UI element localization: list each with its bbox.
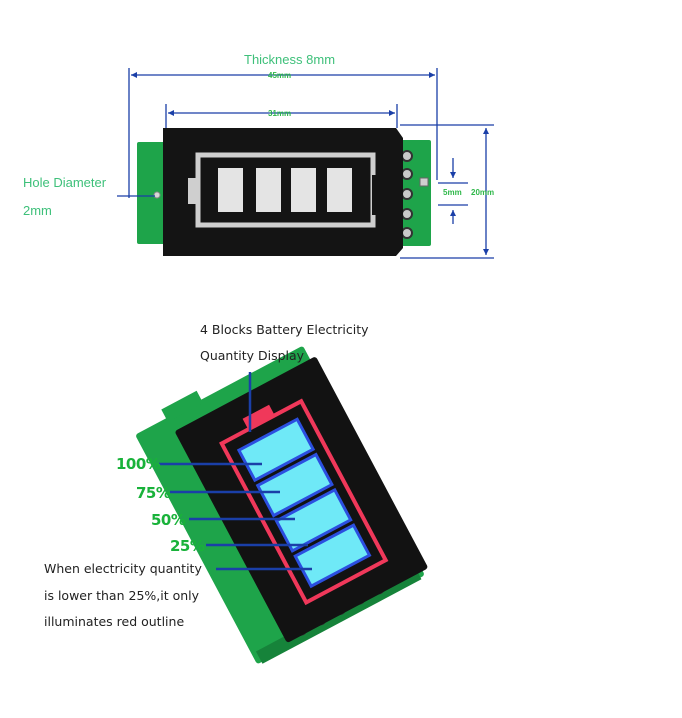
pcb-left-tab: [137, 142, 167, 244]
level-cell-75: [255, 452, 334, 518]
display-title-line2: Quantity Display: [200, 348, 305, 363]
level-label-75: 75%: [136, 484, 171, 502]
note-line2: is lower than 25%,it only: [44, 588, 200, 603]
mount-hole: [153, 191, 161, 199]
callout-lines: [159, 372, 312, 571]
pin-pitch-label: 5mm: [443, 188, 462, 197]
hole-diameter-value: 2mm: [23, 203, 52, 218]
level-label-100: 100%: [116, 455, 161, 473]
battery-cell-4: [327, 168, 352, 212]
outer-width-label: 45mm: [268, 71, 292, 80]
level-label-25: 25%: [170, 537, 205, 555]
inner-width-label: 31mm: [268, 109, 292, 118]
red-outline: [219, 398, 389, 606]
battery-outline: [188, 152, 394, 228]
note-line1: When electricity quantity: [44, 561, 202, 576]
thickness-label: Thickness 8mm: [244, 52, 336, 67]
pcb-right-tab: [395, 140, 431, 246]
level-label-50: 50%: [151, 511, 186, 529]
note-line3: illuminates red outline: [44, 614, 185, 629]
battery-cell-3: [291, 168, 316, 212]
hole-diameter-label: Hole Diameter: [23, 175, 107, 190]
level-cell-50: [274, 487, 353, 553]
dimension-lines: [117, 68, 494, 259]
height-label: 20mm: [471, 188, 495, 197]
level-cell-25: [293, 523, 372, 589]
dimension-arrows: [131, 72, 489, 255]
battery-cell-1: [218, 168, 243, 212]
display-title-line1: 4 Blocks Battery Electricity: [200, 322, 369, 337]
battery-cell-2: [256, 168, 281, 212]
